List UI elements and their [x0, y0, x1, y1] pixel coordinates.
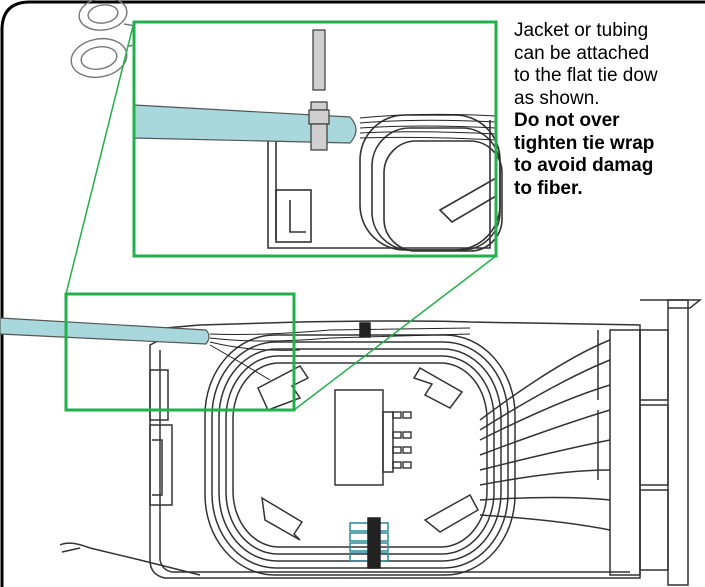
- inset-tubing: [133, 104, 357, 144]
- fiber-strands: [209, 327, 471, 381]
- instruction-caption: Jacket or tubing can be attached to the …: [514, 20, 705, 200]
- fiber-tubing: [0, 317, 210, 345]
- warning-line: tighten tie wrap: [514, 132, 655, 154]
- caption-line: to the flat tie dow: [514, 65, 658, 86]
- warning-line: to avoid damag: [514, 155, 654, 176]
- caption-line: can be attached: [514, 42, 650, 64]
- warning-line: to fiber.: [514, 177, 583, 199]
- warning-line: Do not over: [514, 110, 620, 131]
- callout-highlight: [64, 292, 296, 412]
- callout-leader-lines: [65, 21, 497, 411]
- zoom-inset: [132, 20, 503, 258]
- splice-tray: [59, 299, 703, 586]
- caption-line: as shown.: [514, 87, 600, 109]
- tie-wrap: [308, 29, 330, 151]
- caption-line: Jacket or tubing: [514, 20, 649, 41]
